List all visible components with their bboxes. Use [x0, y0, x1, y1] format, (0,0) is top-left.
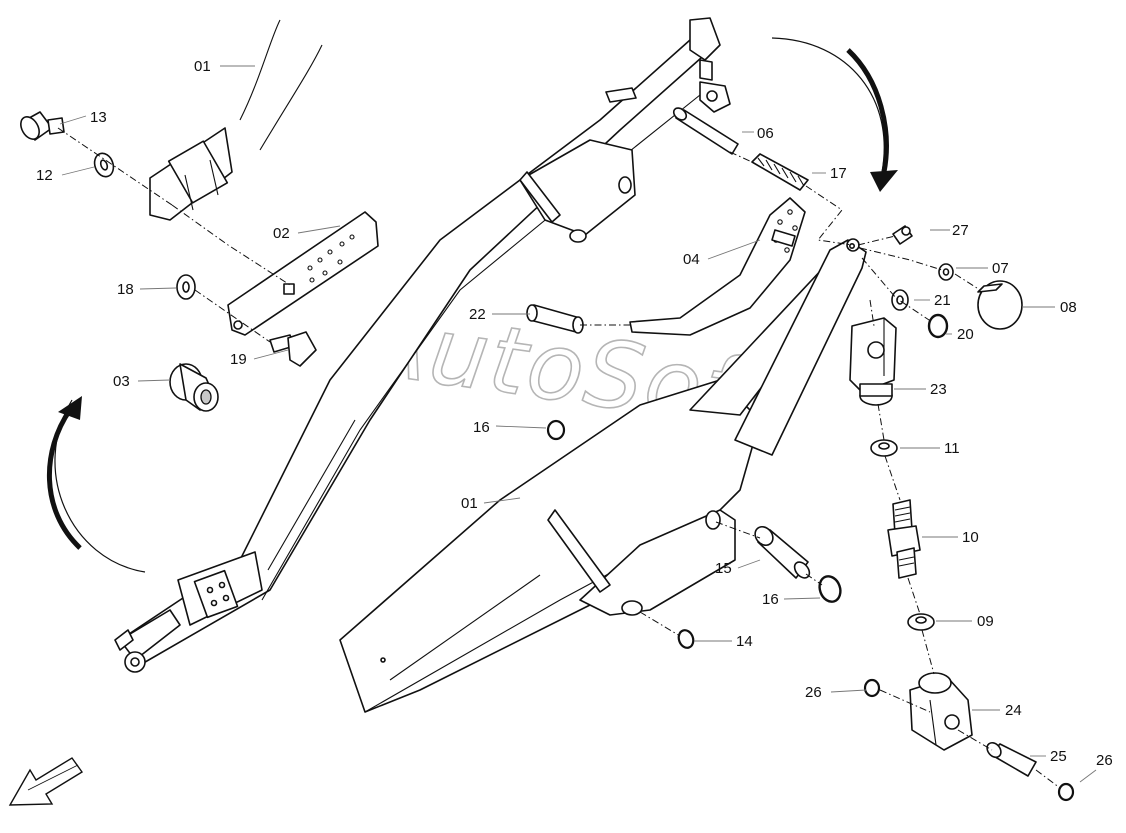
callout-labels: 01 13 12 02 18 19 03 22 16 01 04 06 17 2… — [36, 58, 1113, 769]
callout-06: 06 — [757, 125, 774, 142]
part-20-circlip — [927, 313, 949, 339]
part-02-plate — [227, 211, 379, 336]
callout-01-upper: 01 — [194, 58, 211, 75]
part-21-washer — [891, 289, 909, 311]
callout-17: 17 — [830, 165, 847, 182]
callout-07: 07 — [992, 260, 1009, 277]
rotation-arrow-left-icon — [46, 396, 146, 573]
callout-15: 15 — [715, 560, 732, 577]
part-19-bolt — [269, 331, 317, 367]
part-23-clevis — [849, 317, 897, 406]
callout-14: 14 — [736, 633, 753, 650]
direction-arrow-icon — [8, 757, 84, 806]
part-18-washer — [176, 274, 196, 300]
callout-04: 04 — [683, 251, 700, 268]
callout-10: 10 — [962, 529, 979, 546]
callout-16-upper: 16 — [473, 419, 490, 436]
part-13-bolt — [20, 111, 65, 141]
callout-20: 20 — [957, 326, 974, 343]
leader-lines — [59, 65, 1097, 783]
part-16-circlip-lower — [818, 575, 842, 603]
rotation-arrow-top-icon — [771, 37, 898, 192]
callout-26-right: 26 — [1096, 752, 1113, 769]
part-26-circlip-right — [1057, 782, 1075, 802]
part-14-circlip — [677, 629, 695, 649]
part-06-pin — [672, 107, 739, 155]
part-15-pin — [754, 525, 811, 579]
part-12-washer — [93, 152, 115, 178]
callout-25: 25 — [1050, 748, 1067, 765]
callout-08: 08 — [1060, 299, 1077, 316]
callout-24: 24 — [1005, 702, 1022, 719]
callout-01-lower: 01 — [461, 495, 478, 512]
part-10-adjuster — [887, 499, 921, 579]
callout-11: 11 — [944, 440, 960, 457]
callout-21: 21 — [934, 292, 951, 309]
part-17-spring — [751, 153, 809, 191]
assembly-lines — [57, 127, 1061, 789]
part-22-sleeve — [526, 304, 584, 334]
part-03-bushing — [169, 363, 219, 412]
callout-22: 22 — [469, 306, 486, 323]
callout-13: 13 — [90, 109, 107, 126]
part-07-washer — [938, 263, 954, 281]
callout-09: 09 — [977, 613, 994, 630]
callout-03: 03 — [113, 373, 130, 390]
part-16-circlip-upper — [546, 419, 566, 441]
part-01-bracket-upper — [149, 19, 323, 221]
callout-27: 27 — [952, 222, 969, 239]
callout-16-lower: 16 — [762, 591, 779, 608]
part-25-pin — [986, 741, 1037, 777]
callout-19: 19 — [230, 351, 247, 368]
part-27-grease-nipple — [892, 225, 913, 245]
part-26-circlip-left — [863, 678, 881, 698]
part-04-pedal — [629, 197, 806, 336]
part-24-clevis — [909, 672, 973, 751]
part-11-nut — [870, 439, 898, 457]
part-09-washer — [907, 613, 935, 631]
part-08-pedal-pad — [977, 280, 1023, 330]
callout-26-left: 26 — [805, 684, 822, 701]
frame-lower — [339, 238, 867, 713]
frame-upper — [114, 17, 731, 673]
callout-23: 23 — [930, 381, 947, 398]
callout-18: 18 — [117, 281, 134, 298]
callout-12: 12 — [36, 167, 53, 184]
callout-02: 02 — [273, 225, 290, 242]
